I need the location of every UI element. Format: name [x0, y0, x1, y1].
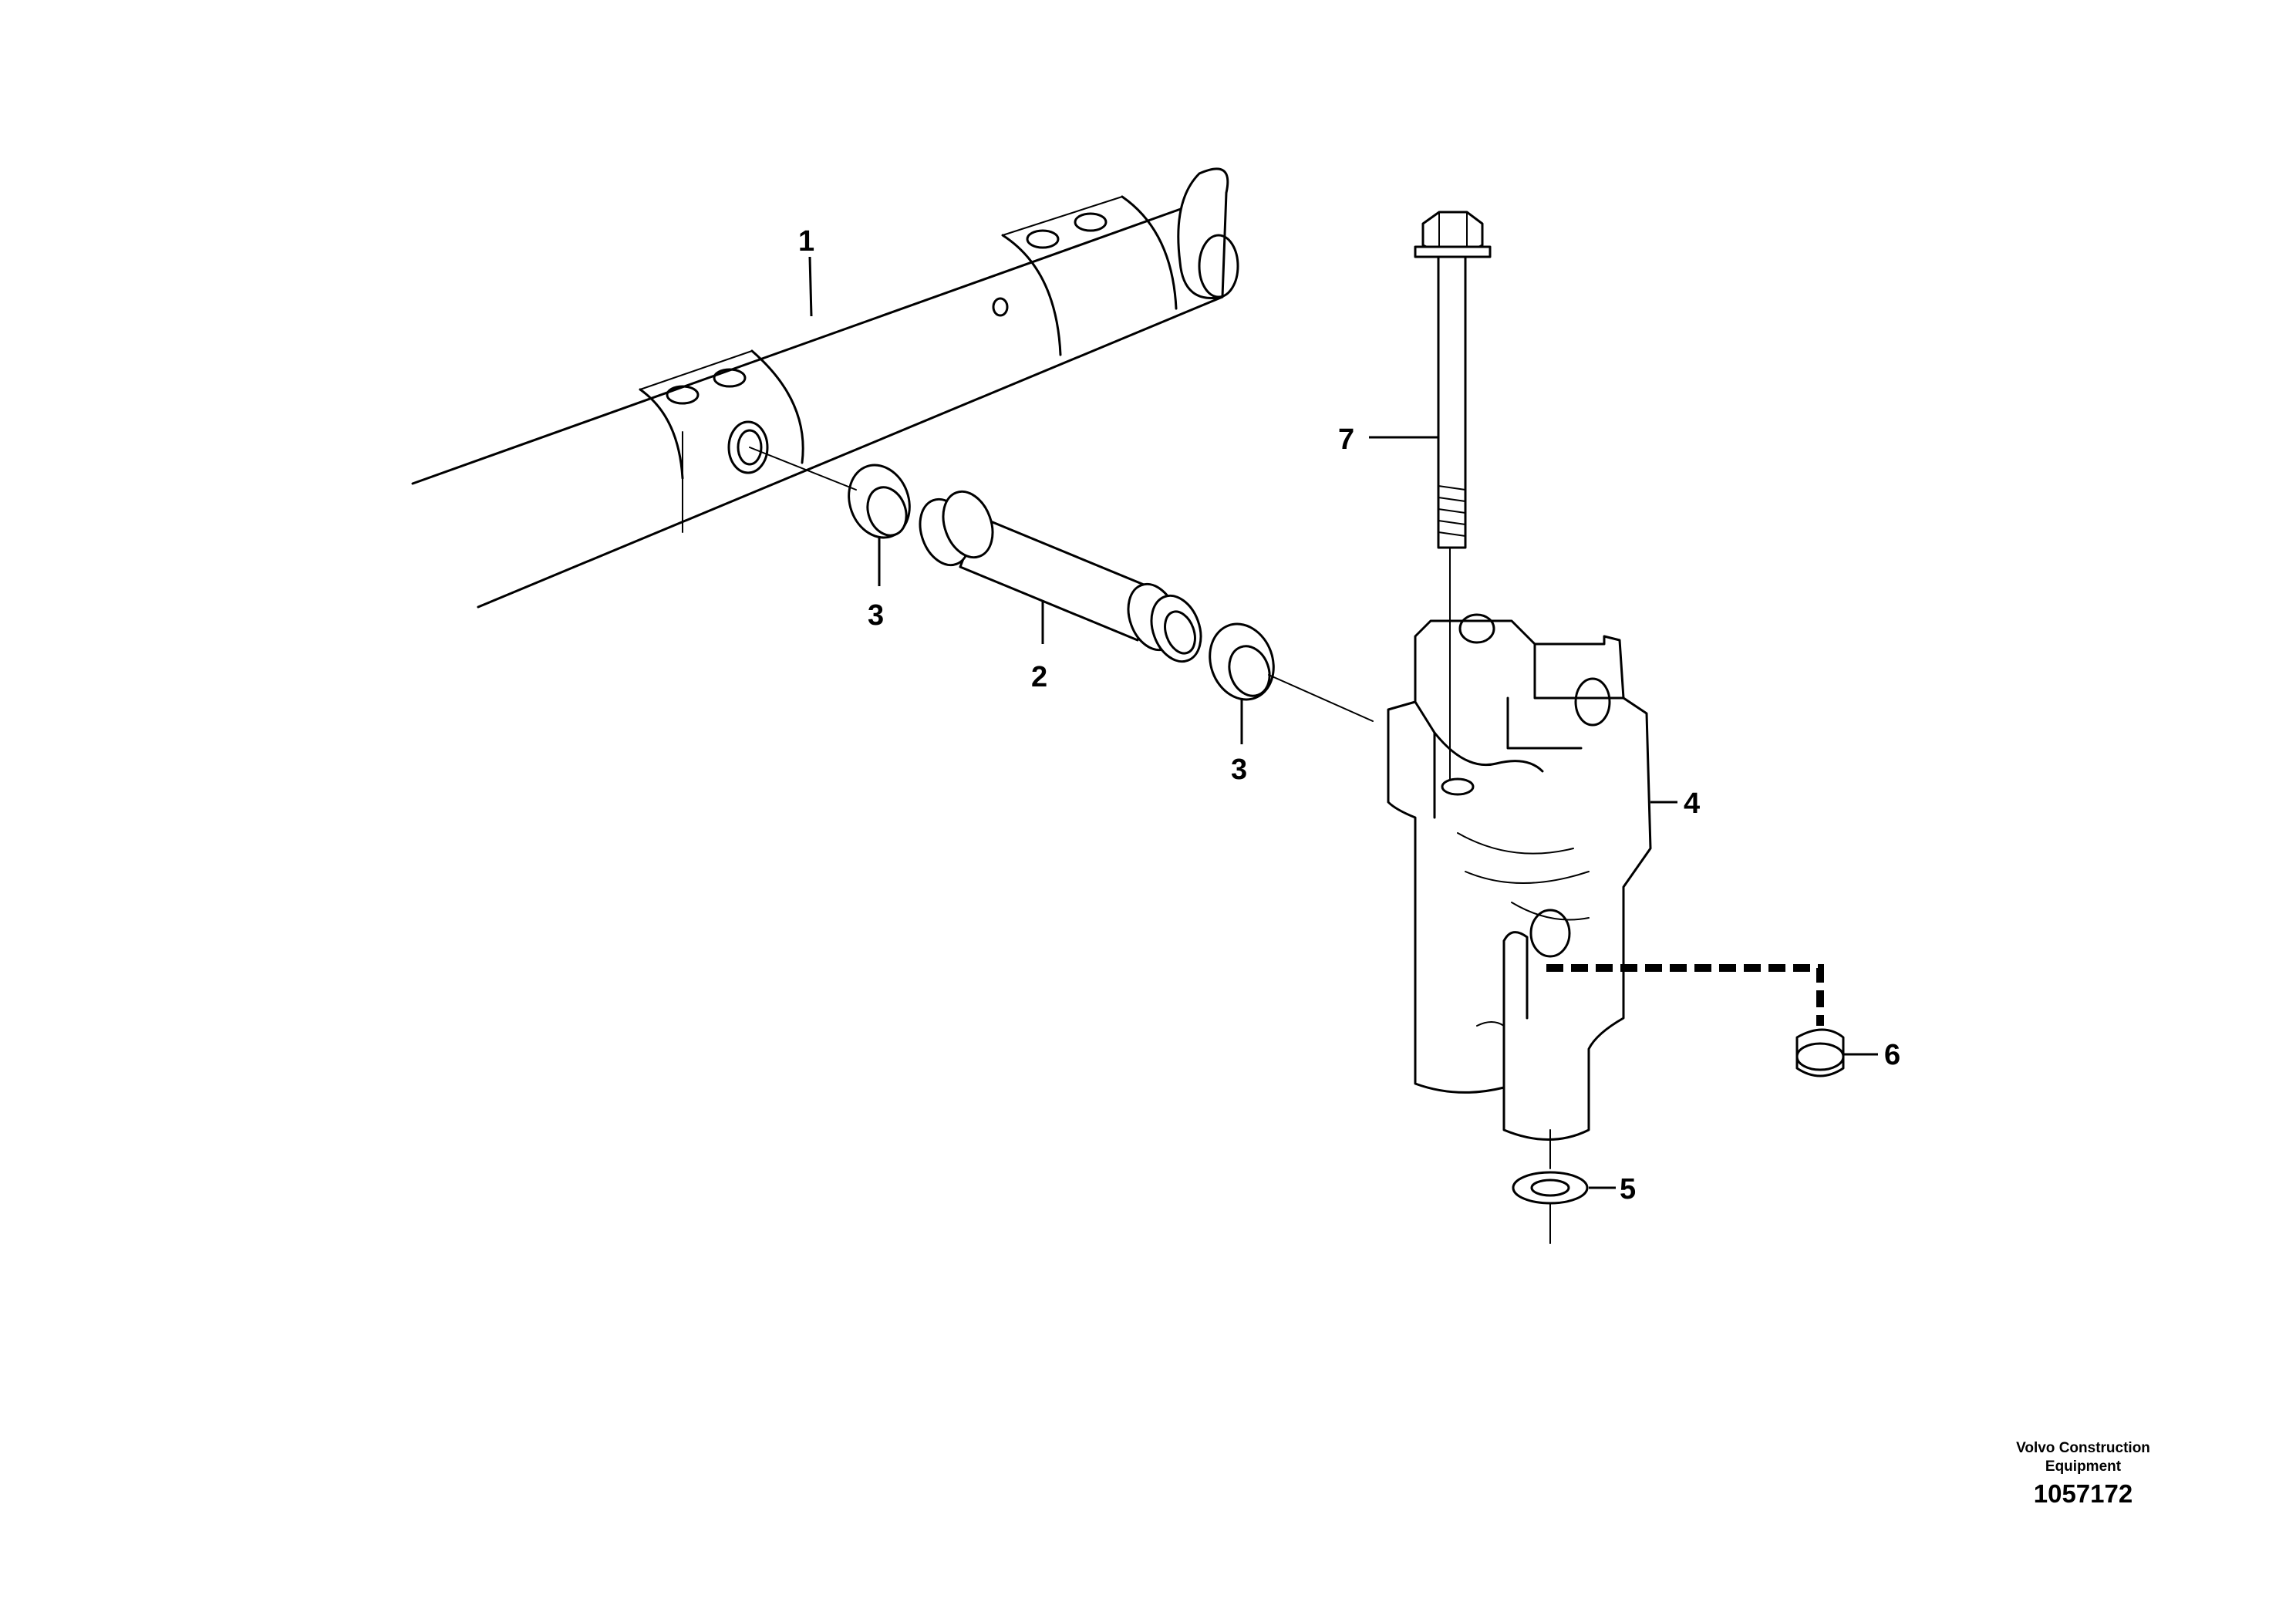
- bolt: [1414, 211, 1492, 780]
- callout-1: 1: [798, 225, 814, 258]
- leader-1: [808, 256, 813, 317]
- oil-pipe: [919, 490, 1202, 663]
- callout-5: 5: [1620, 1173, 1636, 1206]
- credit-line-2: Equipment: [2045, 1458, 2122, 1475]
- seal-ring-right: [1209, 622, 1275, 701]
- callout-7: 7: [1338, 423, 1354, 456]
- callout-6: 6: [1884, 1039, 1900, 1071]
- callout-4: 4: [1684, 787, 1700, 820]
- document-number: 1057172: [2034, 1479, 2132, 1508]
- credit-line-1: Volvo Construction: [2016, 1440, 2150, 1456]
- seal-ring-left: [848, 464, 911, 539]
- washer: [1512, 1129, 1589, 1244]
- callout-2: 2: [1031, 661, 1047, 693]
- bracket-housing: [1387, 613, 1652, 1141]
- callout-3-left: 3: [868, 599, 884, 632]
- rocker-shaft: [411, 167, 1239, 609]
- plug: [1546, 964, 1845, 1077]
- callout-3-right: 3: [1231, 754, 1247, 786]
